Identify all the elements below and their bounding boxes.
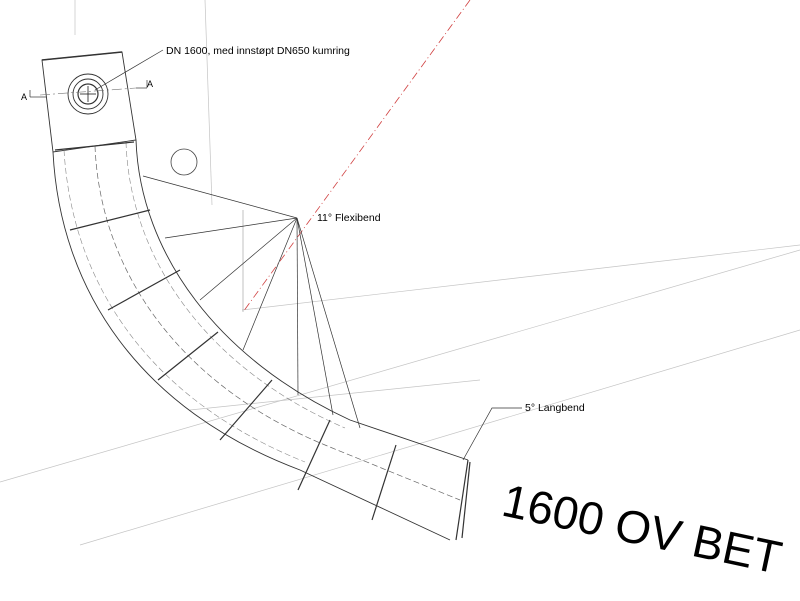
langbend-leader [462, 407, 522, 461]
flexibend-leaders [142, 175, 361, 429]
section-marker-left-label: A [21, 92, 27, 102]
section-marker-right [136, 80, 148, 89]
manhole-leader [94, 49, 164, 91]
reference-circle [170, 148, 198, 176]
langbend-callout: 5° Langbend [525, 402, 585, 414]
manhole [39, 51, 137, 153]
segment-joints [54, 141, 471, 541]
construction-lines [0, 0, 800, 546]
red-centerline [242, 0, 471, 313]
section-marker-left [29, 90, 46, 98]
manhole-callout: DN 1600, med innstøpt DN650 kumring [166, 45, 350, 57]
section-marker-right-label: A [147, 79, 153, 89]
pipe-label: 1600 OV BET [498, 474, 786, 584]
pipe-bend [52, 139, 469, 541]
flexibend-callout: 11° Flexibend [317, 212, 381, 224]
